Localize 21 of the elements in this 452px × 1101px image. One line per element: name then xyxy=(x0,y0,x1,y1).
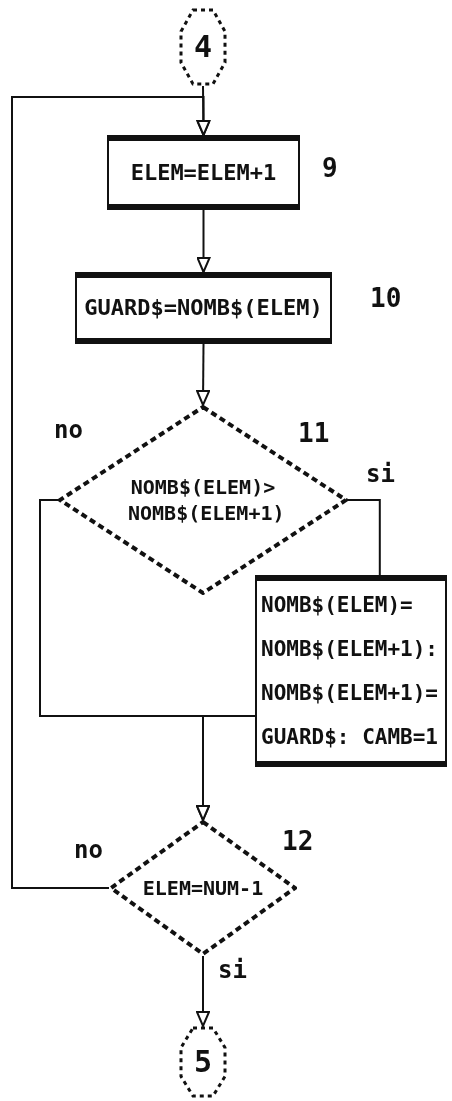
node-text: ELEM=NUM-1 xyxy=(142,875,264,901)
node-text: 4 xyxy=(193,32,213,62)
node-text: 5 xyxy=(193,1047,213,1077)
step-number: 9 xyxy=(322,155,338,181)
node-text: ELEM=ELEM+1 xyxy=(130,158,277,187)
arrow xyxy=(196,343,211,406)
connector-symbol xyxy=(178,8,228,86)
arrow xyxy=(196,715,256,821)
arrow xyxy=(196,955,210,1027)
node-text: NOMB$(ELEM)= NOMB$(ELEM+1): NOMB$(ELEM+1)= GUARD$: CAMB=1 xyxy=(260,592,439,751)
step-number: 11 xyxy=(298,420,330,446)
decision-diamond xyxy=(58,405,348,595)
process-box xyxy=(75,272,332,344)
process-box xyxy=(255,575,447,767)
node-text: GUARD$=NOMB$(ELEM) xyxy=(84,294,323,322)
process-box xyxy=(107,135,300,210)
arrow xyxy=(196,209,211,273)
step-number: 12 xyxy=(282,828,314,854)
connector-symbol xyxy=(178,1026,228,1098)
arrow xyxy=(11,96,211,889)
step-number: 10 xyxy=(370,285,402,311)
